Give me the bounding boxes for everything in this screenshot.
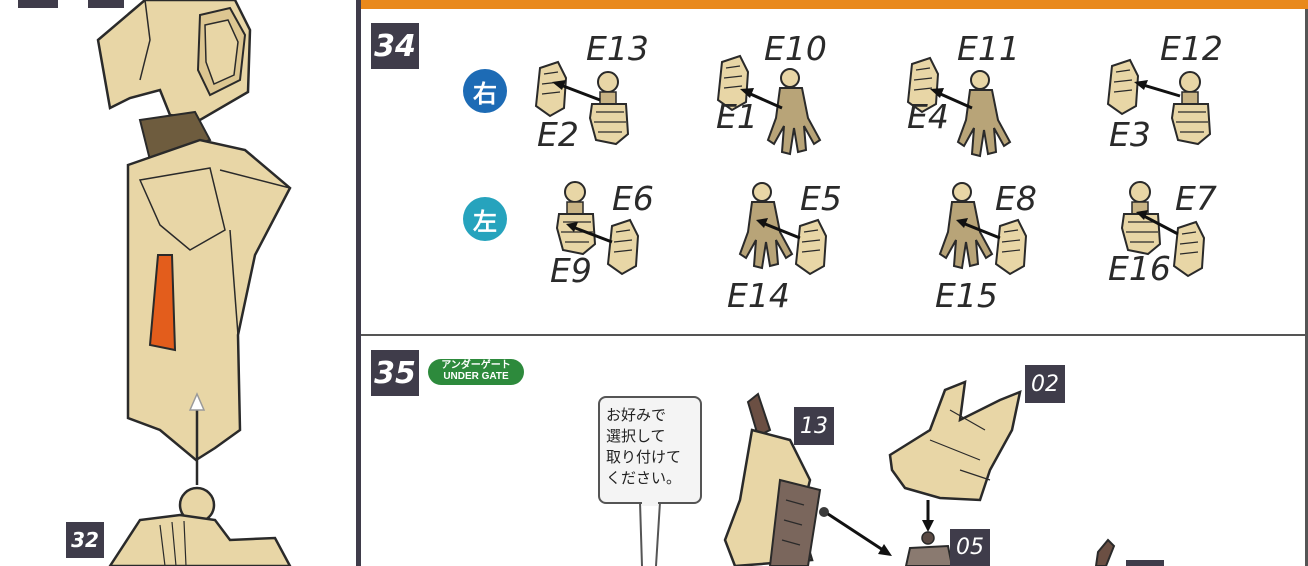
note-line-1: お好みで [606,406,667,424]
panel-divider [356,0,361,566]
under-gate-badge: アンダーゲート UNDER GATE [428,359,524,385]
part-label-E16: E16 [1108,249,1171,288]
part-number-box-partial [1126,560,1164,566]
left-hand-circle: 左 [463,197,507,241]
step-box-cut-right [88,0,124,8]
part-number-05: 05 [950,529,990,566]
under-gate-badge-jp: アンダーゲート [441,360,511,371]
part-label-E11: E11 [957,29,1020,68]
left-panel: 32 [0,0,356,566]
arrow [557,82,601,102]
step-34-section: 34 右 左 [361,9,1305,334]
note-line-4: ください。 [606,469,682,487]
part-label-E15: E15 [935,276,998,315]
torso-armor-part [96,0,292,566]
part-label-E10: E10 [764,29,827,68]
part-label-E8: E8 [995,179,1037,218]
step-number-35: 35 [371,350,419,396]
part-label-E4: E4 [907,97,949,136]
note-line-3: 取り付けて [606,448,682,466]
under-gate-badge-en: UNDER GATE [443,371,509,382]
right-hand-circle: 右 [463,69,507,113]
part-label-E7: E7 [1175,179,1217,218]
selection-note-callout: お好みで 選択して 取り付けて ください。 [598,396,702,504]
part-label-E9: E9 [550,251,592,290]
step-number-32: 32 [66,522,104,558]
part-label-E14: E14 [727,276,790,315]
step-separator [361,334,1308,336]
step-number-34: 34 [371,23,419,69]
part-label-E2: E2 [537,115,579,154]
part-label-E12: E12 [1160,29,1223,68]
part-label-E1: E1 [716,97,758,136]
part-label-E3: E3 [1109,115,1151,154]
part-number-02: 02 [1025,365,1065,403]
right-border [1305,9,1308,566]
step-box-cut-left [18,0,58,8]
note-line-2: 選択して [606,427,666,445]
part-label-E5: E5 [800,179,842,218]
part-label-E13: E13 [586,29,649,68]
part-number-13: 13 [794,407,834,445]
part-label-E6: E6 [612,179,654,218]
orange-top-bar [361,0,1308,9]
